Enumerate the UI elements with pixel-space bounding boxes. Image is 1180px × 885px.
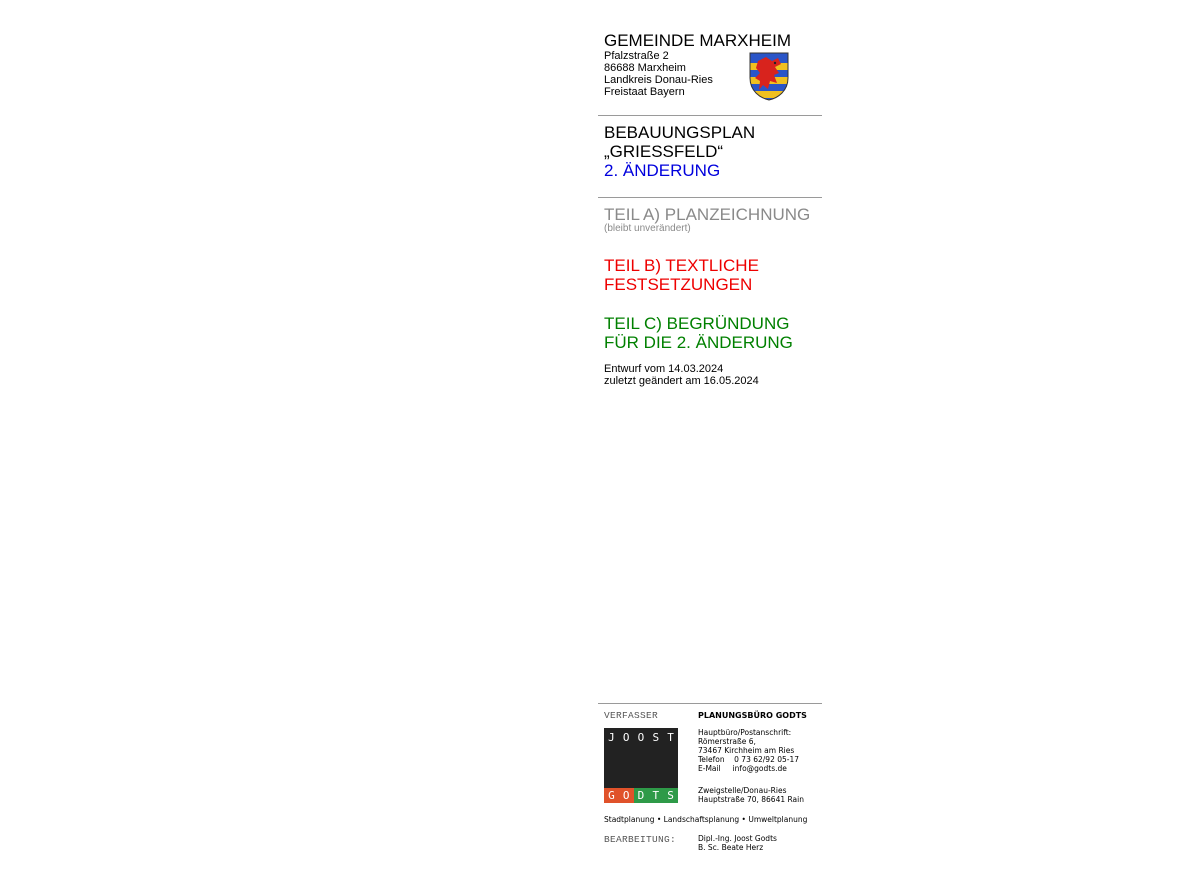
editors-list: Dipl.-Ing. Joost Godts B. Sc. Beate Herz [698, 834, 777, 852]
address-city: 86688 Marxheim [604, 62, 686, 74]
part-b-title-line1: TEIL B) TEXTLICHE [604, 256, 759, 275]
draft-date: Entwurf vom 14.03.2024 [604, 363, 724, 375]
plan-amendment: 2. ÄNDERUNG [604, 161, 721, 180]
part-c-title-line1: TEIL C) BEGRÜNDUNG [604, 314, 790, 333]
municipality-name: GEMEINDE MARXHEIM [604, 31, 792, 50]
main-office-address: Hauptbüro/Postanschrift: Römerstraße 6, … [698, 728, 799, 773]
logo-letter: S [652, 731, 660, 744]
editor-name: B. Sc. Beate Herz [698, 843, 764, 853]
main-office-line: Hauptbüro/Postanschrift: [698, 728, 792, 737]
coat-of-arms-icon [749, 52, 789, 101]
services-line: Stadtplanung • Landschaftsplanung • Umwe… [604, 815, 808, 824]
logo-letter: S [663, 788, 678, 803]
main-office-email: E-Mail info@godts.de [698, 764, 787, 774]
divider-middle [598, 197, 822, 198]
editor-name: Dipl.-Ing. Joost Godts [698, 834, 777, 843]
branch-office-address: Zweigstelle/Donau-Ries Hauptstraße 70, 8… [698, 786, 804, 804]
logo-top-letters: J O O S T [604, 731, 678, 744]
changed-date: zuletzt geändert am 16.05.2024 [604, 375, 759, 387]
office-logo: J O O S T G O D T S [604, 728, 678, 803]
main-office-line: Römerstraße 6, [698, 737, 756, 747]
divider-top [598, 115, 822, 116]
logo-letter: T [667, 731, 674, 744]
logo-letter: O [637, 731, 645, 744]
logo-letter: G [604, 788, 619, 803]
part-b-title-line2: FESTSETZUNGEN [604, 275, 753, 294]
part-a-title: TEIL A) PLANZEICHNUNG [604, 205, 811, 224]
logo-letter: O [622, 731, 630, 744]
address-street: Pfalzstraße 2 [604, 50, 669, 62]
logo-letter: O [618, 788, 634, 803]
main-office-phone: Telefon 0 73 62/92 05-17 [698, 755, 800, 765]
logo-bottom-letters: G O D T S [604, 788, 678, 803]
address-state: Freistaat Bayern [604, 86, 685, 98]
plan-type: BEBAUUNGSPLAN [604, 123, 756, 142]
part-a-note: (bleibt unverändert) [604, 223, 691, 234]
address-district: Landkreis Donau-Ries [604, 74, 713, 86]
main-office-line: 73467 Kirchheim am Ries [698, 746, 795, 756]
branch-office-line: Zweigstelle/Donau-Ries [698, 786, 787, 795]
logo-letter: D [633, 788, 649, 803]
office-name: PLANUNGSBÜRO GODTS [698, 711, 807, 720]
plan-name: „GRIESSFELD“ [604, 142, 724, 161]
part-c-title-line2: FÜR DIE 2. ÄNDERUNG [604, 333, 793, 352]
logo-letter: J [608, 731, 615, 744]
editing-label: BEARBEITUNG: [604, 834, 677, 845]
logo-letter: T [648, 788, 664, 803]
divider-footer [598, 703, 822, 704]
branch-office-line: Hauptstraße 70, 86641 Rain [698, 795, 804, 805]
author-label: VERFASSER [604, 710, 659, 721]
